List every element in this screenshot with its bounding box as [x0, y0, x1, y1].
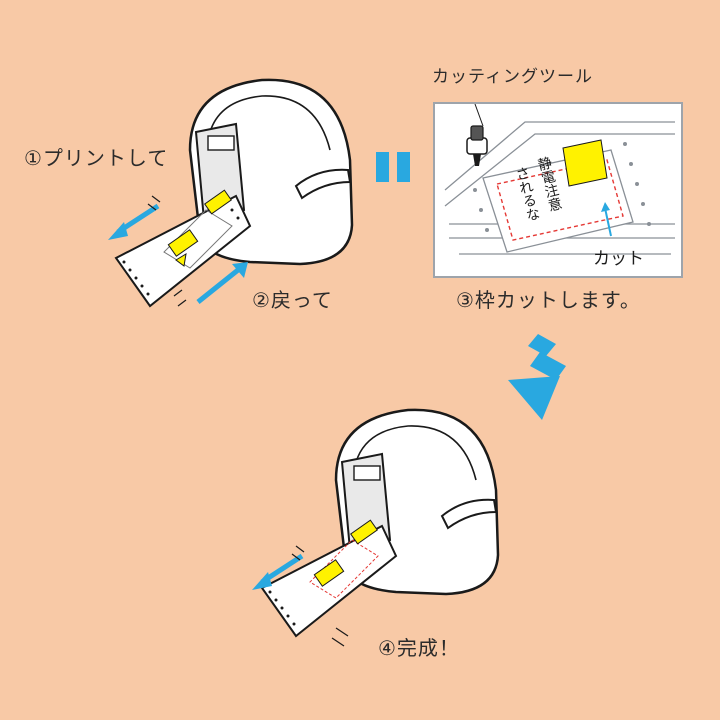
cutting-detail-illustration	[444, 104, 675, 255]
cutting-detail-panel: 静電注意 されるな カット	[433, 102, 683, 278]
arrow-out-1-head	[108, 222, 128, 240]
step-4-label: ④完成！	[378, 636, 460, 660]
step-3-label: ③枠カットします。	[456, 288, 641, 312]
printer-2	[260, 408, 500, 638]
cutting-tool-icon	[466, 125, 488, 166]
bar-right	[397, 152, 410, 182]
arrow-out-2-head	[252, 572, 272, 590]
cut-label: カット	[593, 249, 644, 269]
step-2-label: ②戻って	[252, 288, 333, 312]
cutting-tool-label: カッティングツール	[432, 67, 593, 87]
arrow-back-1	[196, 268, 240, 304]
next-step-arrow	[508, 334, 566, 420]
arrow-back-1-head	[232, 262, 248, 278]
motion-lines-2	[291, 545, 349, 647]
bar-left	[376, 152, 389, 182]
step-1-label: ①プリントして	[24, 146, 169, 170]
motion-lines-1	[147, 195, 187, 307]
printer-1	[114, 78, 354, 308]
